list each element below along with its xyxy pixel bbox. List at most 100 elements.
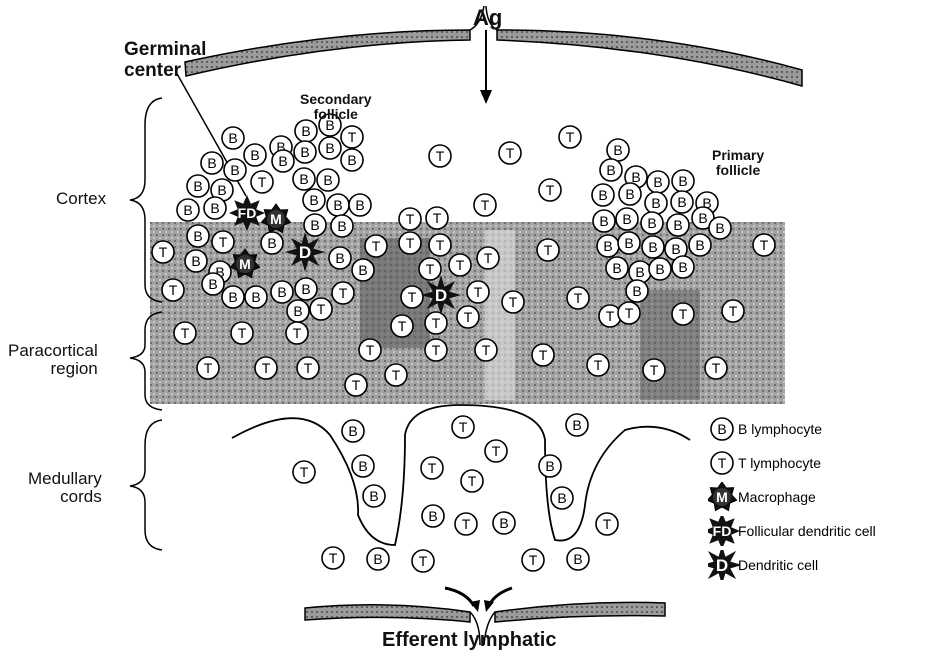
svg-text:T: T bbox=[408, 289, 417, 305]
svg-text:B: B bbox=[217, 182, 226, 198]
t-cell-cell: T bbox=[537, 239, 559, 261]
secondary-follicle-label: Secondary follicle bbox=[300, 92, 372, 122]
svg-text:B: B bbox=[325, 140, 334, 156]
svg-text:T: T bbox=[436, 237, 445, 253]
t-cell-cell: T bbox=[429, 234, 451, 256]
svg-text:T: T bbox=[506, 145, 515, 161]
germinal-center-label-line-1: Germinal bbox=[124, 40, 206, 61]
b-cell-cell: B bbox=[363, 485, 385, 507]
svg-text:T: T bbox=[398, 318, 407, 334]
svg-text:T: T bbox=[546, 182, 555, 198]
svg-text:FD: FD bbox=[713, 523, 732, 539]
svg-text:B: B bbox=[293, 303, 302, 319]
b-cell-cell: B bbox=[649, 258, 671, 280]
svg-text:B: B bbox=[191, 253, 200, 269]
b-cell-cell: B bbox=[222, 286, 244, 308]
svg-text:B: B bbox=[310, 217, 319, 233]
svg-text:B: B bbox=[717, 421, 726, 437]
svg-text:T: T bbox=[566, 129, 575, 145]
b-cell-cell: B bbox=[224, 159, 246, 181]
t-cell-cell: T bbox=[539, 179, 561, 201]
b-cell-cell: B bbox=[367, 548, 389, 570]
svg-text:B: B bbox=[228, 130, 237, 146]
t-cell-cell: T bbox=[467, 281, 489, 303]
svg-text:D: D bbox=[299, 243, 311, 262]
svg-text:B: B bbox=[347, 152, 356, 168]
svg-text:B: B bbox=[301, 123, 310, 139]
t-cell-cell: T bbox=[152, 241, 174, 263]
b-cell-legend-icon: B bbox=[708, 414, 740, 444]
t-cell-cell: T bbox=[365, 235, 387, 257]
svg-text:T: T bbox=[304, 360, 313, 376]
paracortical-region-label: Paracortical region bbox=[8, 342, 98, 379]
svg-text:B: B bbox=[278, 153, 287, 169]
svg-text:B: B bbox=[348, 423, 357, 439]
b-cell-cell: B bbox=[672, 170, 694, 192]
t-cell-cell: T bbox=[753, 234, 775, 256]
svg-text:T: T bbox=[426, 261, 435, 277]
svg-text:T: T bbox=[464, 309, 473, 325]
svg-text:B: B bbox=[208, 276, 217, 292]
dendritic-cell-cell: D bbox=[421, 275, 461, 315]
medullary-cords-label-line-1: Medullary bbox=[28, 470, 102, 488]
svg-text:B: B bbox=[635, 264, 644, 280]
t-cell-cell: T bbox=[293, 461, 315, 483]
b-cell-cell: B bbox=[331, 215, 353, 237]
t-cell-cell: T bbox=[474, 194, 496, 216]
b-cell-cell: B bbox=[177, 199, 199, 221]
svg-text:B: B bbox=[651, 195, 660, 211]
germinal-center-label: Germinal center bbox=[124, 40, 206, 81]
svg-text:T: T bbox=[760, 237, 769, 253]
b-cell-cell: B bbox=[689, 234, 711, 256]
svg-text:T: T bbox=[574, 290, 583, 306]
b-cell-cell: B bbox=[607, 139, 629, 161]
b-cell-cell: B bbox=[642, 236, 664, 258]
b-cell-cell: B bbox=[593, 210, 615, 232]
t-cell-cell: T bbox=[429, 145, 451, 167]
t-cell-cell: T bbox=[461, 470, 483, 492]
t-cell-cell: T bbox=[672, 303, 694, 325]
b-cell-cell: B bbox=[319, 137, 341, 159]
svg-text:T: T bbox=[432, 342, 441, 358]
t-cell-cell: T bbox=[310, 298, 332, 320]
svg-text:T: T bbox=[474, 284, 483, 300]
svg-text:T: T bbox=[484, 250, 493, 266]
svg-text:T: T bbox=[603, 516, 612, 532]
t-cell-cell: T bbox=[345, 374, 367, 396]
svg-text:T: T bbox=[366, 342, 375, 358]
svg-text:B: B bbox=[267, 235, 276, 251]
b-cell-cell: B bbox=[645, 192, 667, 214]
b-cell-cell: B bbox=[619, 183, 641, 205]
t-cell-cell: T bbox=[174, 322, 196, 344]
svg-text:T: T bbox=[293, 325, 302, 341]
t-cell-cell: T bbox=[251, 171, 273, 193]
legend-item-b-cell: BB lymphocyte bbox=[708, 414, 940, 444]
b-cell-cell: B bbox=[204, 197, 226, 219]
b-cell-cell: B bbox=[303, 189, 325, 211]
t-cell-cell: T bbox=[643, 359, 665, 381]
svg-text:T: T bbox=[406, 235, 415, 251]
t-cell-cell: T bbox=[399, 232, 421, 254]
svg-text:B: B bbox=[230, 162, 239, 178]
svg-text:B: B bbox=[624, 235, 633, 251]
b-cell-cell: B bbox=[187, 225, 209, 247]
svg-text:B: B bbox=[355, 197, 364, 213]
b-cell-cell: B bbox=[327, 194, 349, 216]
legend-item-macrophage: MMacrophage bbox=[708, 482, 940, 512]
t-cell-cell: T bbox=[532, 344, 554, 366]
svg-text:B: B bbox=[648, 239, 657, 255]
svg-text:B: B bbox=[333, 197, 342, 213]
svg-text:B: B bbox=[653, 174, 662, 190]
legend-label: Macrophage bbox=[738, 489, 816, 505]
svg-text:B: B bbox=[337, 218, 346, 234]
svg-text:B: B bbox=[612, 260, 621, 276]
antigen-label: Ag bbox=[473, 6, 502, 30]
t-cell-cell: T bbox=[391, 315, 413, 337]
svg-text:T: T bbox=[339, 285, 348, 301]
b-cell-cell: B bbox=[667, 214, 689, 236]
svg-text:B: B bbox=[647, 215, 656, 231]
b-cell-cell: B bbox=[293, 168, 315, 190]
t-cell-cell: T bbox=[452, 416, 474, 438]
t-cell-cell: T bbox=[522, 549, 544, 571]
medullary-brace bbox=[130, 420, 162, 550]
